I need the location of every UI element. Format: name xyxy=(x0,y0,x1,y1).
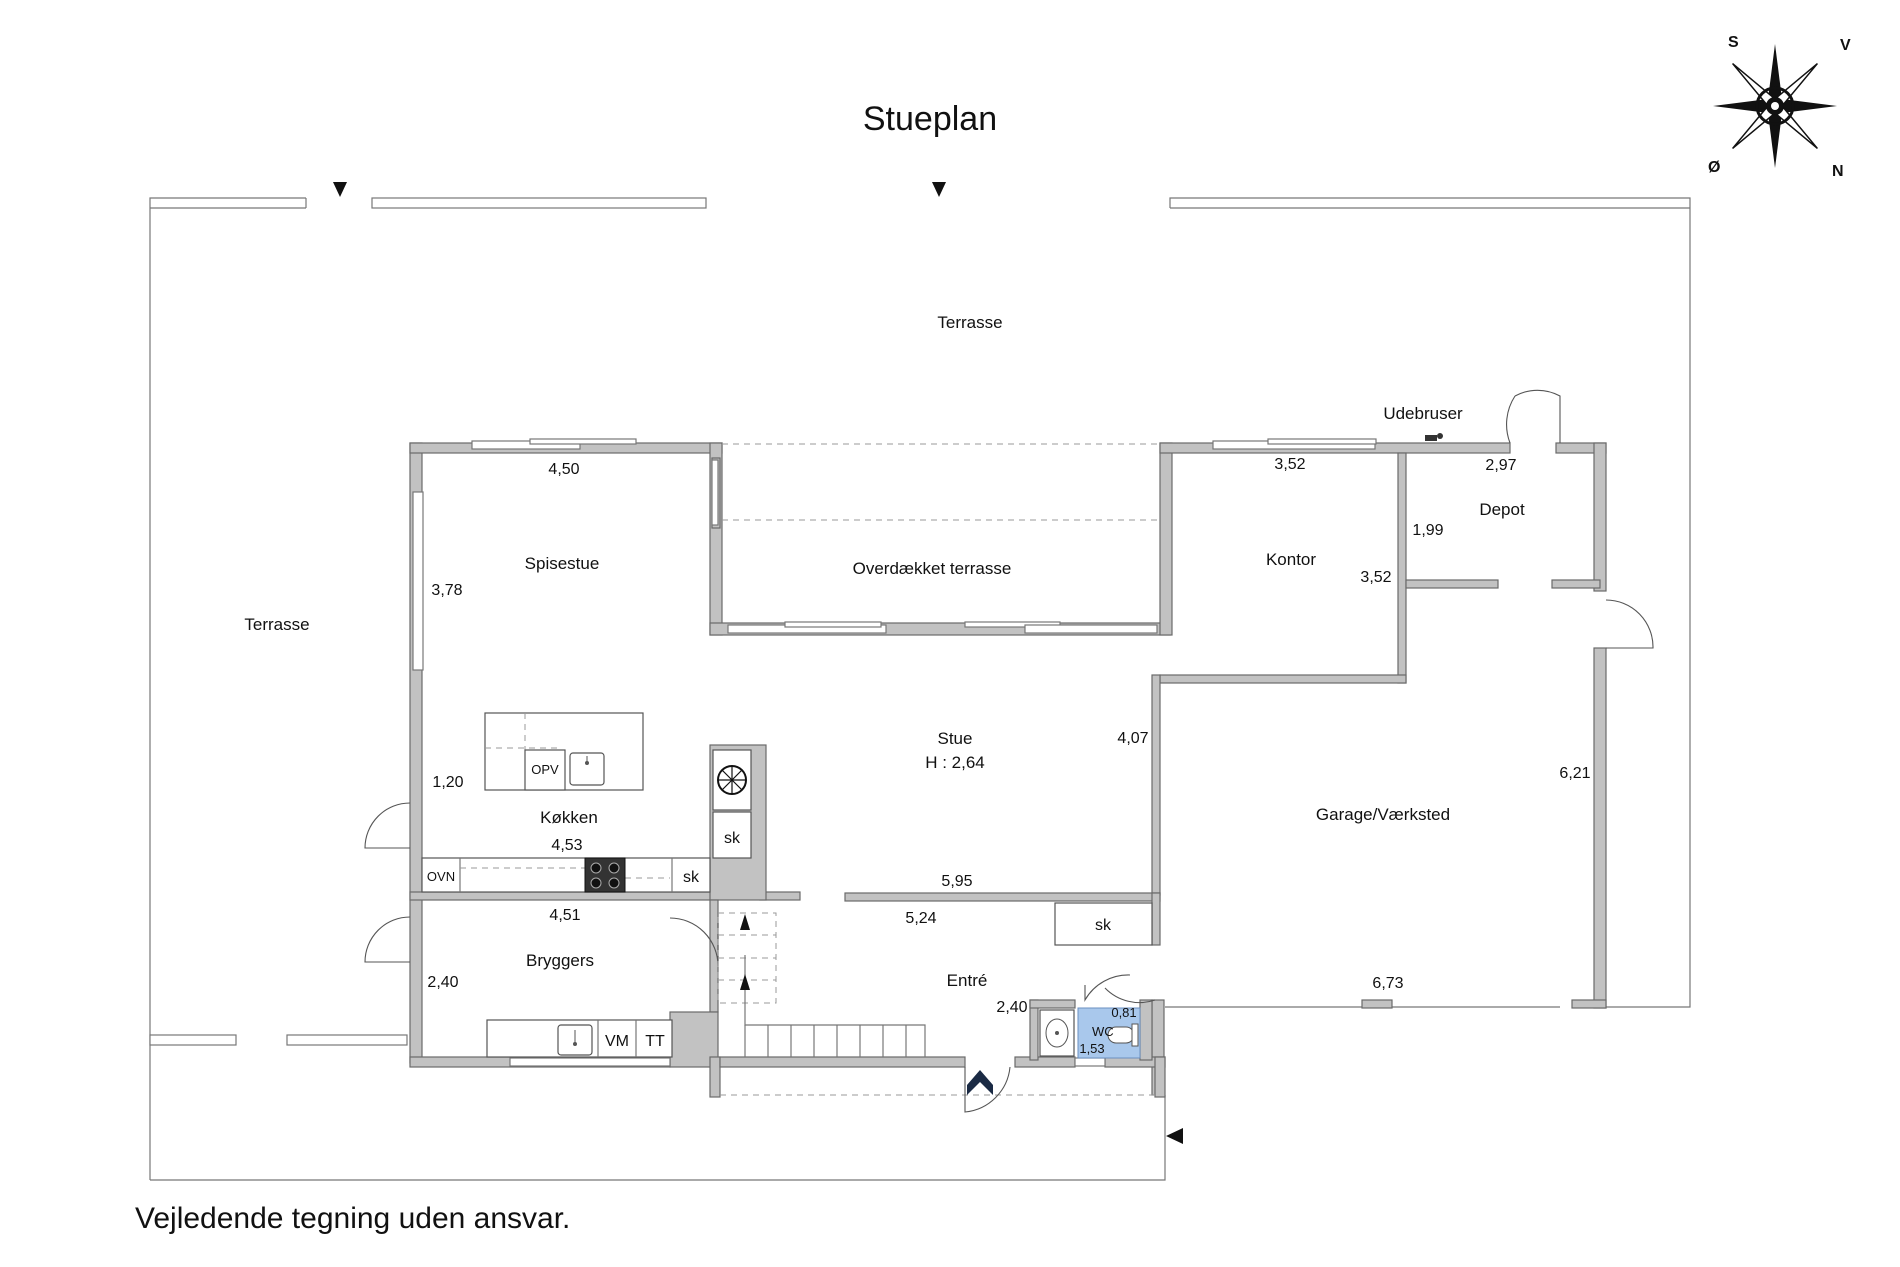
entrance-cabinet-label: sk xyxy=(1095,917,1112,934)
dim-garage-height: 6,21 xyxy=(1559,765,1590,782)
doors xyxy=(364,389,1654,1113)
windows xyxy=(412,438,1377,1067)
utility-counter xyxy=(486,1019,673,1058)
dim-kitchen-width: 4,53 xyxy=(551,837,582,854)
wc-room xyxy=(1039,1007,1141,1059)
cabinet-label: sk xyxy=(724,830,741,847)
dim-office-height: 3,52 xyxy=(1360,569,1391,586)
shower-icon xyxy=(1425,433,1443,441)
compass-label-o: Ø xyxy=(1708,159,1720,176)
staircase xyxy=(717,912,926,1057)
dim-garage-width: 6,73 xyxy=(1372,975,1403,992)
counter-cabinet-label: sk xyxy=(683,869,700,886)
dim-office-width: 3,52 xyxy=(1274,456,1305,473)
disclaimer-text: Vejledende tegning uden ansvar. xyxy=(135,1202,571,1235)
kitchen-island xyxy=(484,712,644,791)
dishwasher-label: OPV xyxy=(531,762,559,777)
kitchen-tall-cabinets xyxy=(712,749,752,859)
cooktop-icon xyxy=(590,862,620,889)
room-label-living-height: H : 2,64 xyxy=(925,753,985,772)
room-label-entrance: Entré xyxy=(947,971,988,990)
washer-label: VM xyxy=(605,1033,629,1050)
room-label-terrace-left: Terrasse xyxy=(244,615,309,634)
room-label-dining: Spisestue xyxy=(525,554,600,573)
compass-rose-icon xyxy=(1713,44,1837,168)
room-label-terrace-top: Terrasse xyxy=(937,313,1002,332)
dim-storage-width: 2,97 xyxy=(1485,457,1516,474)
dim-dining-width: 4,50 xyxy=(548,461,579,478)
room-label-covered-terrace: Overdækket terrasse xyxy=(853,559,1012,578)
dryer-label: TT xyxy=(645,1033,665,1050)
fireplace-icon xyxy=(718,766,746,794)
dim-entrance-width: 5,24 xyxy=(905,910,936,927)
dim-living-width: 5,95 xyxy=(941,873,972,890)
room-label-office: Kontor xyxy=(1266,550,1316,569)
main-entrance-icon xyxy=(967,1070,993,1095)
room-label-living: Stue xyxy=(938,729,973,748)
dim-entrance-height: 2,40 xyxy=(996,999,1027,1016)
terrace-outline xyxy=(149,197,1691,1181)
stair-up-arrow-icon xyxy=(740,974,750,990)
plan-title: Stueplan xyxy=(863,100,997,138)
wc-label: WC xyxy=(1092,1024,1114,1039)
room-label-storage: Depot xyxy=(1479,500,1525,519)
compass-label-s: S xyxy=(1728,34,1739,51)
compass-label-v: V xyxy=(1840,37,1851,54)
room-label-outdoor-shower: Udebruser xyxy=(1383,404,1463,423)
dim-dining-height: 3,78 xyxy=(431,582,462,599)
room-label-utility: Bryggers xyxy=(526,951,594,970)
dim-kitchen-height: 1,20 xyxy=(432,774,463,791)
dim-storage-height: 1,99 xyxy=(1412,522,1443,539)
dim-utility-height: 2,40 xyxy=(427,974,458,991)
dim-utility-width: 4,51 xyxy=(549,907,580,924)
wc-width-dim: 0,81 xyxy=(1111,1005,1136,1020)
compass-label-n: N xyxy=(1832,163,1844,180)
kitchen-counter xyxy=(421,857,711,893)
oven-label: OVN xyxy=(427,869,455,884)
entry-marker-icon xyxy=(932,182,946,197)
room-label-garage: Garage/Værksted xyxy=(1316,805,1450,824)
stair-up-arrow-icon xyxy=(740,914,750,930)
entry-marker-icon xyxy=(1166,1128,1183,1144)
wc-height-dim: 1,53 xyxy=(1079,1041,1104,1056)
room-label-kitchen: Køkken xyxy=(540,808,598,827)
entry-marker-icon xyxy=(333,182,347,197)
dim-living-height: 4,07 xyxy=(1117,730,1148,747)
